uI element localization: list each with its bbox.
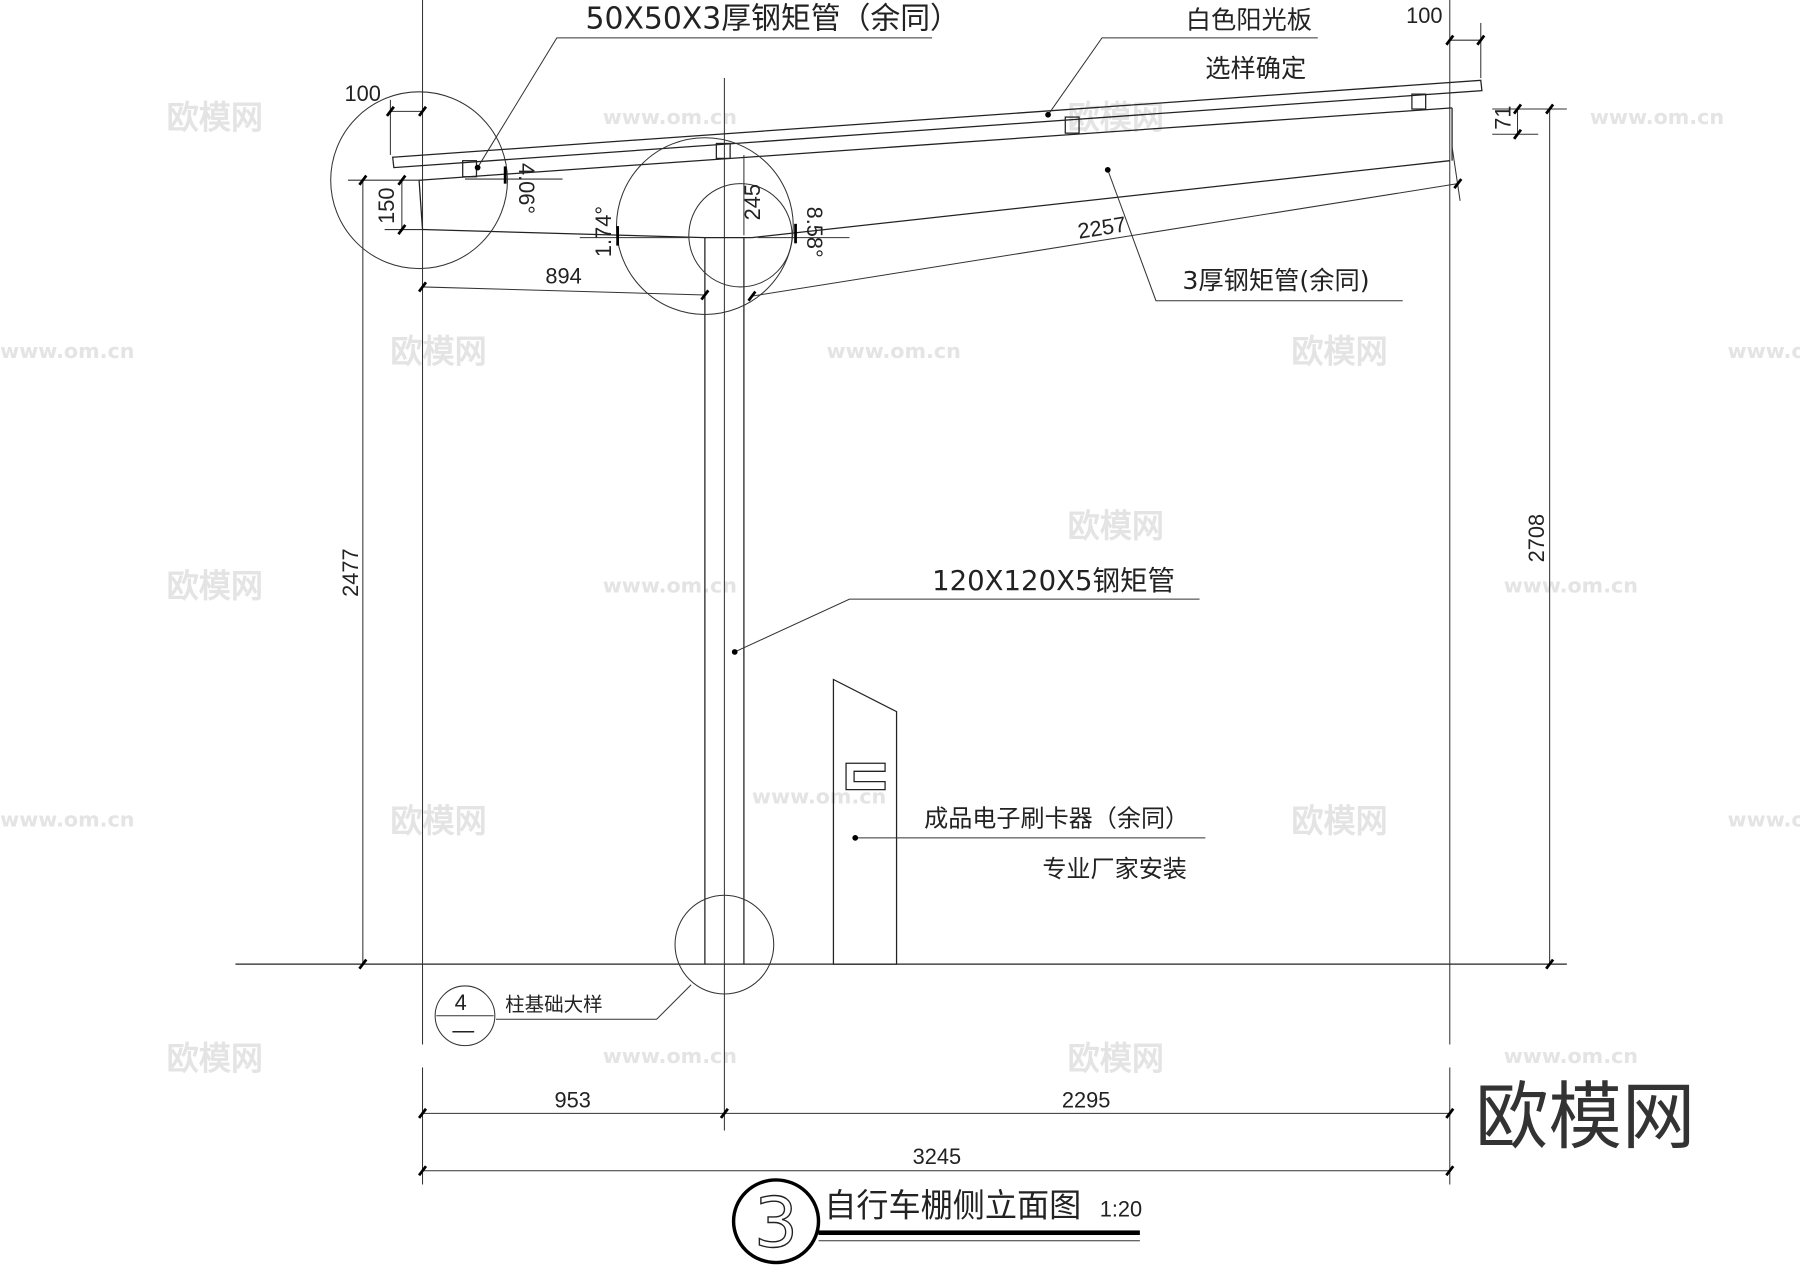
dim-left-height: 2477 [338,548,363,597]
detail-circle [330,91,508,270]
label-column: 120X120X5钢矩管 [932,565,1175,597]
dim-beam-depth-left: 150 [374,187,399,223]
dim-bottom-left: 953 [555,1088,591,1113]
rafter-top [419,107,1453,181]
label-card-reader-line1: 成品电子刷卡器（余同） [924,804,1189,832]
purlin [715,142,731,160]
watermark-url: www.om.cn [827,339,961,363]
structure [235,0,1567,1131]
label-panel-line1: 白色阳光板 [1186,6,1312,35]
watermark-logo: 欧模网 [390,333,486,371]
label-purlin: 50X50X3厚钢矩管（余同） [586,2,960,37]
watermark-logo: 欧模网 [1068,507,1164,545]
dim-angle-right: 8.58° [802,207,827,258]
dim-beam-depth-right: 71 [1491,105,1516,129]
dim-angle-left: 4.06° [514,163,539,214]
dim-right-overhang: 100 [1406,3,1442,28]
label-card-reader-line2: 专业厂家安装 [1042,855,1187,883]
watermark-logo: 欧模网 [1068,1040,1164,1078]
rafter-bottom-right [751,160,1450,239]
dimensions: 100 100 150 2477 71 2708 894 2257 245 4.… [338,3,1567,1185]
title-scale: 1:20 [1100,1197,1142,1222]
dim-beam-depth-mid: 245 [740,184,765,220]
card-reader-symbol [845,762,886,791]
watermark-logo: 欧模网 [390,802,486,840]
watermark-logo: 欧模网 [1291,802,1387,840]
watermark-url: www.om.cn [603,573,737,597]
foundation-ref-number: 4 [455,990,467,1015]
watermark-url: www.om.cn [0,339,134,363]
rafter-left-end [418,180,424,230]
watermarks: 欧模网 www.om.cn 欧模网 www.om.cn www.om.cn 欧模… [0,99,1800,1160]
label-panel-line2: 选样确定 [1205,54,1306,83]
dim-left-overhang: 100 [344,81,380,106]
drawing-title: 3 自行车棚侧立面图 1:20 [731,1178,1142,1265]
watermark-logo: 欧模网 [167,1040,263,1078]
rafter-bottom-left [422,228,705,239]
dim-right-height: 2708 [1524,514,1549,563]
watermark-logo: 欧模网 [1291,333,1387,371]
title-text: 自行车棚侧立面图 [824,1187,1081,1225]
label-rafter: 3厚钢矩管(余同) [1182,266,1369,295]
label-foundation-ref: 柱基础大样 [505,993,603,1016]
annotations: 50X50X3厚钢矩管（余同） 白色阳光板 选样确定 3厚钢矩管(余同) 120… [434,2,1403,1047]
detail-circle [688,183,793,288]
watermark-logo: 欧模网 [167,567,263,605]
watermark-url: www.om.cn [1728,339,1800,363]
watermark-logo-large: 欧模网 [1475,1075,1695,1160]
watermark-url: www.om.cn [1590,105,1724,129]
watermark-url: www.om.cn [1728,807,1800,831]
purlin [1411,93,1427,110]
dim-left-arm: 894 [545,264,581,289]
watermark-url: www.om.cn [752,784,886,808]
watermark-logo: 欧模网 [1068,99,1164,137]
watermark-url: www.om.cn [0,807,134,831]
foundation-ref-sheet: — [452,1018,474,1043]
sunlight-panel [391,79,1483,169]
dim-angle-mid: 1.74° [591,206,616,257]
watermark-url: www.om.cn [1504,573,1638,597]
dim-bottom-total: 3245 [913,1144,962,1169]
watermark-logo: 欧模网 [167,99,263,137]
title-number: 3 [754,1183,798,1263]
card-reader [832,678,898,965]
dim-right-arm: 2257 [1076,211,1128,243]
dim-bottom-right: 2295 [1062,1088,1111,1113]
watermark-url: www.om.cn [603,105,737,129]
watermark-url: www.om.cn [603,1044,737,1068]
foundation-circle [674,894,775,995]
purlin [1064,116,1080,134]
watermark-url: www.om.cn [1504,1044,1638,1068]
